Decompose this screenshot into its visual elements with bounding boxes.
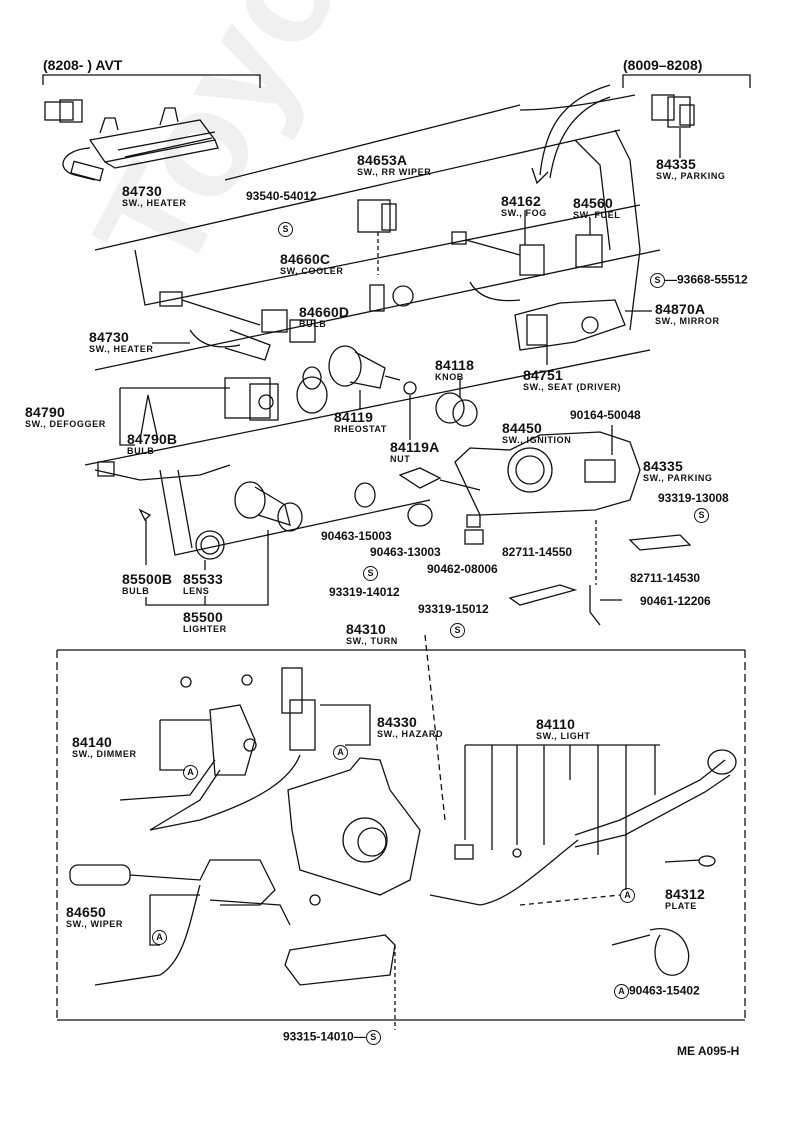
part-label-84118[interactable]: 84118 KNOB (435, 357, 475, 382)
part-label-84330[interactable]: 84330 SW., HAZARD (377, 714, 444, 739)
standard-part-symbol: S (278, 222, 293, 237)
rheostat-drawing (296, 345, 417, 440)
part-label-82711-14550[interactable]: 82711-14550 (502, 545, 573, 559)
standard-part-symbol: S (363, 566, 378, 581)
early-group-bracket (622, 74, 751, 88)
part-label-93319-15012[interactable]: 93319-15012 (418, 602, 489, 616)
part-label-84162[interactable]: 84162 SW., FOG (501, 193, 547, 218)
assembly-ref-symbol: A (183, 765, 198, 780)
part-label-93668-55512[interactable]: S—93668-55512 (650, 273, 748, 288)
turn-switch-group-box (56, 649, 746, 1021)
part-label-84870a[interactable]: 84870A SW., MIRROR (655, 301, 720, 326)
part-label-90463-13003[interactable]: 90463-13003 (370, 545, 441, 559)
knob-drawing (435, 378, 478, 427)
lighter-drawing (94, 461, 303, 606)
part-label-90462-08006[interactable]: 90462-08006 (427, 562, 498, 576)
mirror-seat-switch-drawing (514, 299, 652, 365)
avt-group-header: (8208- ) AVT (43, 57, 123, 73)
part-label-84450[interactable]: 84450 SW., IGNITION (502, 420, 572, 445)
instrument-panel-outline (84, 94, 661, 556)
heater-switch-panel-drawing (152, 291, 316, 361)
part-label-84312[interactable]: 84312 PLATE (665, 886, 705, 911)
part-label-84119[interactable]: 84119 RHEOSTAT (334, 409, 387, 434)
part-label-84119a[interactable]: 84119A NUT (390, 439, 440, 464)
part-label-90164-50048[interactable]: 90164-50048 (570, 408, 641, 422)
part-label-85533[interactable]: 85533 LENS (183, 571, 223, 596)
part-label-93319-14012[interactable]: 93319-14012 (329, 585, 400, 599)
assembly-ref-symbol: A (614, 984, 629, 999)
defogger-switch-drawing (119, 377, 279, 446)
part-label-85500[interactable]: 85500 LIGHTER (183, 609, 227, 634)
part-label-84660c[interactable]: 84660C SW, COOLER (280, 251, 344, 276)
turn-switch-body-drawing (287, 634, 446, 896)
standard-part-symbol: S (694, 508, 709, 523)
part-label-84110[interactable]: 84110 SW., LIGHT (536, 716, 591, 741)
part-label-93540-54012[interactable]: 93540-54012 (246, 189, 317, 203)
diagram-code: ME A095-H (677, 1044, 740, 1058)
part-label-84790[interactable]: 84790 SW., DEFOGGER (25, 404, 106, 429)
assembly-ref-symbol: A (620, 888, 635, 903)
standard-part-symbol: S (650, 273, 665, 288)
direction-arrow (539, 84, 611, 176)
rr-wiper-switch-drawing (357, 199, 414, 312)
part-label-85500b[interactable]: 85500B BULB (122, 571, 173, 596)
part-label-84335-early[interactable]: 84335 SW., PARKING (656, 156, 726, 181)
part-label-84650[interactable]: 84650 SW., WIPER (66, 904, 124, 929)
part-label-93319-13008[interactable]: 93319-13008 (658, 491, 729, 505)
assembly-ref-symbol: A (333, 745, 348, 760)
connector-drawing (284, 934, 396, 1030)
part-label-84751[interactable]: 84751 SW., SEAT (DRIVER) (523, 367, 622, 392)
part-label-84335-column[interactable]: 84335 SW., PARKING (643, 458, 713, 483)
fog-fuel-switches-drawing (451, 210, 603, 302)
part-label-84560[interactable]: 84560 SW, FUEL (573, 195, 621, 220)
dimmer-hazard-drawing (119, 667, 371, 831)
part-label-84660d[interactable]: 84660D BULB (299, 304, 350, 329)
part-label-82711-14530[interactable]: 82711-14530 (630, 571, 701, 585)
heater-switch-avt-drawing (44, 99, 219, 182)
part-label-84730-avt[interactable]: 84730 SW., HEATER (122, 183, 187, 208)
part-label-84653a[interactable]: 84653A SW., RR WIPER (357, 152, 432, 177)
avt-group-bracket (42, 74, 261, 88)
part-label-93315-14010[interactable]: 93315-14010—S (283, 1030, 381, 1045)
clips-drawing (354, 482, 692, 626)
part-label-84730-panel[interactable]: 84730 SW., HEATER (89, 329, 154, 354)
assembly-ref-symbol: A (152, 930, 167, 945)
parking-switch-early-drawing (651, 94, 695, 158)
steering-column-cover-drawing (398, 425, 641, 516)
part-label-84790b[interactable]: 84790B BULB (127, 431, 178, 456)
part-label-90461-12206[interactable]: 90461-12206 (640, 594, 711, 608)
part-label-84310[interactable]: 84310 SW., TURN (346, 621, 398, 646)
early-group-header: (8009–8208) (623, 57, 703, 73)
light-switch-drawing (429, 744, 737, 976)
standard-part-symbol: S (365, 1030, 381, 1045)
part-label-90463-15003[interactable]: 90463-15003 (321, 529, 392, 543)
wiper-switch-drawing (69, 859, 321, 986)
standard-part-symbol: S (450, 623, 465, 638)
part-label-84140[interactable]: 84140 SW., DIMMER (72, 734, 137, 759)
